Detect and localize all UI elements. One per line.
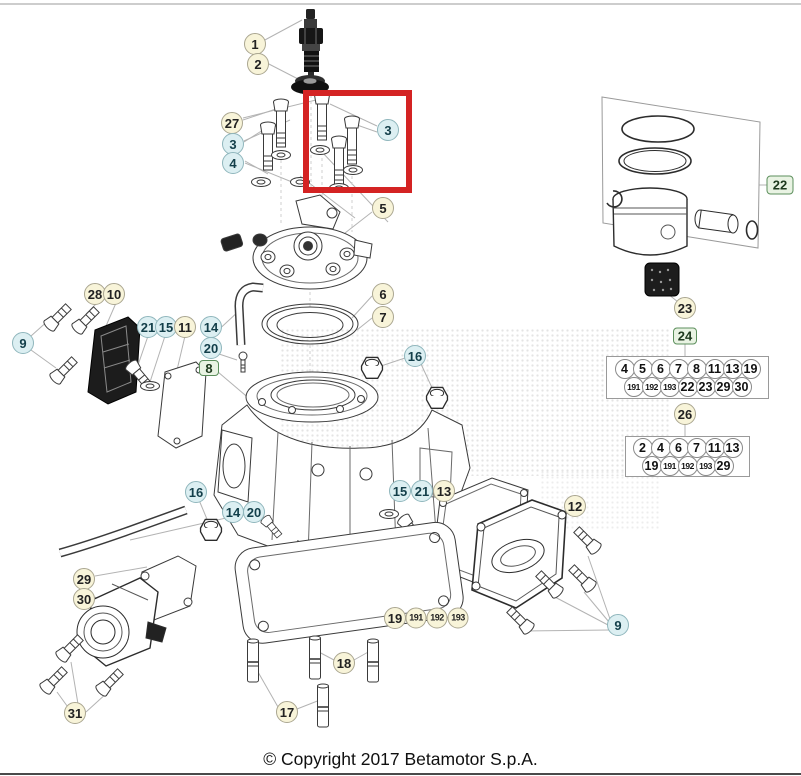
callout-30[interactable]: 30 [73, 588, 95, 610]
grid-part-5[interactable]: 5 [632, 358, 653, 379]
top-divider [0, 3, 801, 5]
callout-12[interactable]: 12 [564, 495, 586, 517]
copyright-text: © Copyright 2017 Betamotor S.p.A. [263, 749, 538, 769]
callout-16[interactable]: 16 [185, 481, 207, 503]
spark-plug-drawing [299, 9, 323, 78]
callout-15[interactable]: 15 [155, 316, 177, 338]
callout-20[interactable]: 20 [200, 337, 222, 359]
grid-part-23[interactable]: 23 [695, 376, 716, 397]
callout-24[interactable]: 24 [673, 327, 697, 345]
callout-4[interactable]: 4 [222, 152, 244, 174]
head-gasket-drawing [261, 303, 359, 345]
grid-part-191[interactable]: 191 [623, 376, 644, 397]
left-gasket-drawing [157, 361, 207, 449]
piston-kit-drawing [601, 96, 761, 256]
callout-20[interactable]: 20 [243, 501, 265, 523]
callout-29[interactable]: 29 [73, 568, 95, 590]
left-cover-drawing [87, 316, 141, 405]
grid-part-7[interactable]: 7 [686, 437, 707, 458]
highlight-box [303, 90, 412, 193]
callout-31[interactable]: 31 [64, 702, 86, 724]
washer-15-bottom-drawing [379, 509, 399, 519]
grid-part-19[interactable]: 19 [740, 358, 761, 379]
screw-20-top-drawing [238, 351, 248, 373]
callout-15[interactable]: 15 [389, 480, 411, 502]
callout-193[interactable]: 193 [447, 607, 469, 629]
callout-10[interactable]: 10 [103, 283, 125, 305]
callout-14[interactable]: 14 [200, 316, 222, 338]
nut-16-left-drawing [360, 356, 384, 380]
grid-part-192[interactable]: 192 [641, 376, 662, 397]
grid-part-192[interactable]: 192 [677, 455, 698, 476]
grid-part-2[interactable]: 2 [632, 437, 653, 458]
grid-part-29[interactable]: 29 [713, 376, 734, 397]
callout-19[interactable]: 19 [384, 607, 406, 629]
callout-13[interactable]: 13 [433, 480, 455, 502]
grid-part-19[interactable]: 19 [641, 455, 662, 476]
callout-9[interactable]: 9 [607, 614, 629, 636]
callout-17[interactable]: 17 [276, 701, 298, 723]
coolant-hose-top-drawing [234, 282, 264, 346]
callout-18[interactable]: 18 [333, 652, 355, 674]
grid-part-4[interactable]: 4 [614, 358, 635, 379]
grid-part-6[interactable]: 6 [668, 437, 689, 458]
grid-part-191[interactable]: 191 [659, 455, 680, 476]
callout-7[interactable]: 7 [372, 306, 394, 328]
callout-14[interactable]: 14 [222, 501, 244, 523]
bottom-divider [0, 773, 801, 775]
callout-2[interactable]: 2 [247, 53, 269, 75]
coolant-hose-bottom-drawing [58, 505, 188, 558]
callout-26[interactable]: 26 [674, 403, 696, 425]
callout-6[interactable]: 6 [372, 283, 394, 305]
grid-part-11[interactable]: 11 [704, 437, 725, 458]
smallend-bearing-drawing [644, 262, 680, 297]
callout-16[interactable]: 16 [404, 345, 426, 367]
grid-part-29[interactable]: 29 [713, 455, 734, 476]
grid-part-6[interactable]: 6 [650, 358, 671, 379]
callout-23[interactable]: 23 [674, 297, 696, 319]
nut-16-right-drawing [425, 386, 449, 410]
grid-part-30[interactable]: 30 [731, 376, 752, 397]
dowel-pins-drawing [246, 635, 380, 728]
grid-part-11[interactable]: 11 [704, 358, 725, 379]
callout-8[interactable]: 8 [199, 360, 219, 376]
callout-21[interactable]: 21 [411, 480, 433, 502]
callout-5[interactable]: 5 [372, 197, 394, 219]
callout-9[interactable]: 9 [12, 332, 34, 354]
grid-part-13[interactable]: 13 [722, 358, 743, 379]
callout-11[interactable]: 11 [174, 316, 196, 338]
grid-part-8[interactable]: 8 [686, 358, 707, 379]
nut-16-bottom-drawing [199, 518, 223, 542]
callout-192[interactable]: 192 [426, 607, 448, 629]
callout-22[interactable]: 22 [766, 175, 794, 195]
callout-3[interactable]: 3 [377, 119, 399, 141]
cylinder-head-drawing [220, 194, 373, 290]
callout-27[interactable]: 27 [221, 112, 243, 134]
grid-part-13[interactable]: 13 [722, 437, 743, 458]
grid-part-193[interactable]: 193 [695, 455, 716, 476]
grid-part-4[interactable]: 4 [650, 437, 671, 458]
washer-15-top-drawing [140, 381, 160, 391]
callout-1[interactable]: 1 [244, 33, 266, 55]
grid-part-7[interactable]: 7 [668, 358, 689, 379]
callout-191[interactable]: 191 [405, 607, 427, 629]
grid-part-22[interactable]: 22 [677, 376, 698, 397]
grid-part-193[interactable]: 193 [659, 376, 680, 397]
exhaust-valve-drawing [76, 577, 167, 667]
